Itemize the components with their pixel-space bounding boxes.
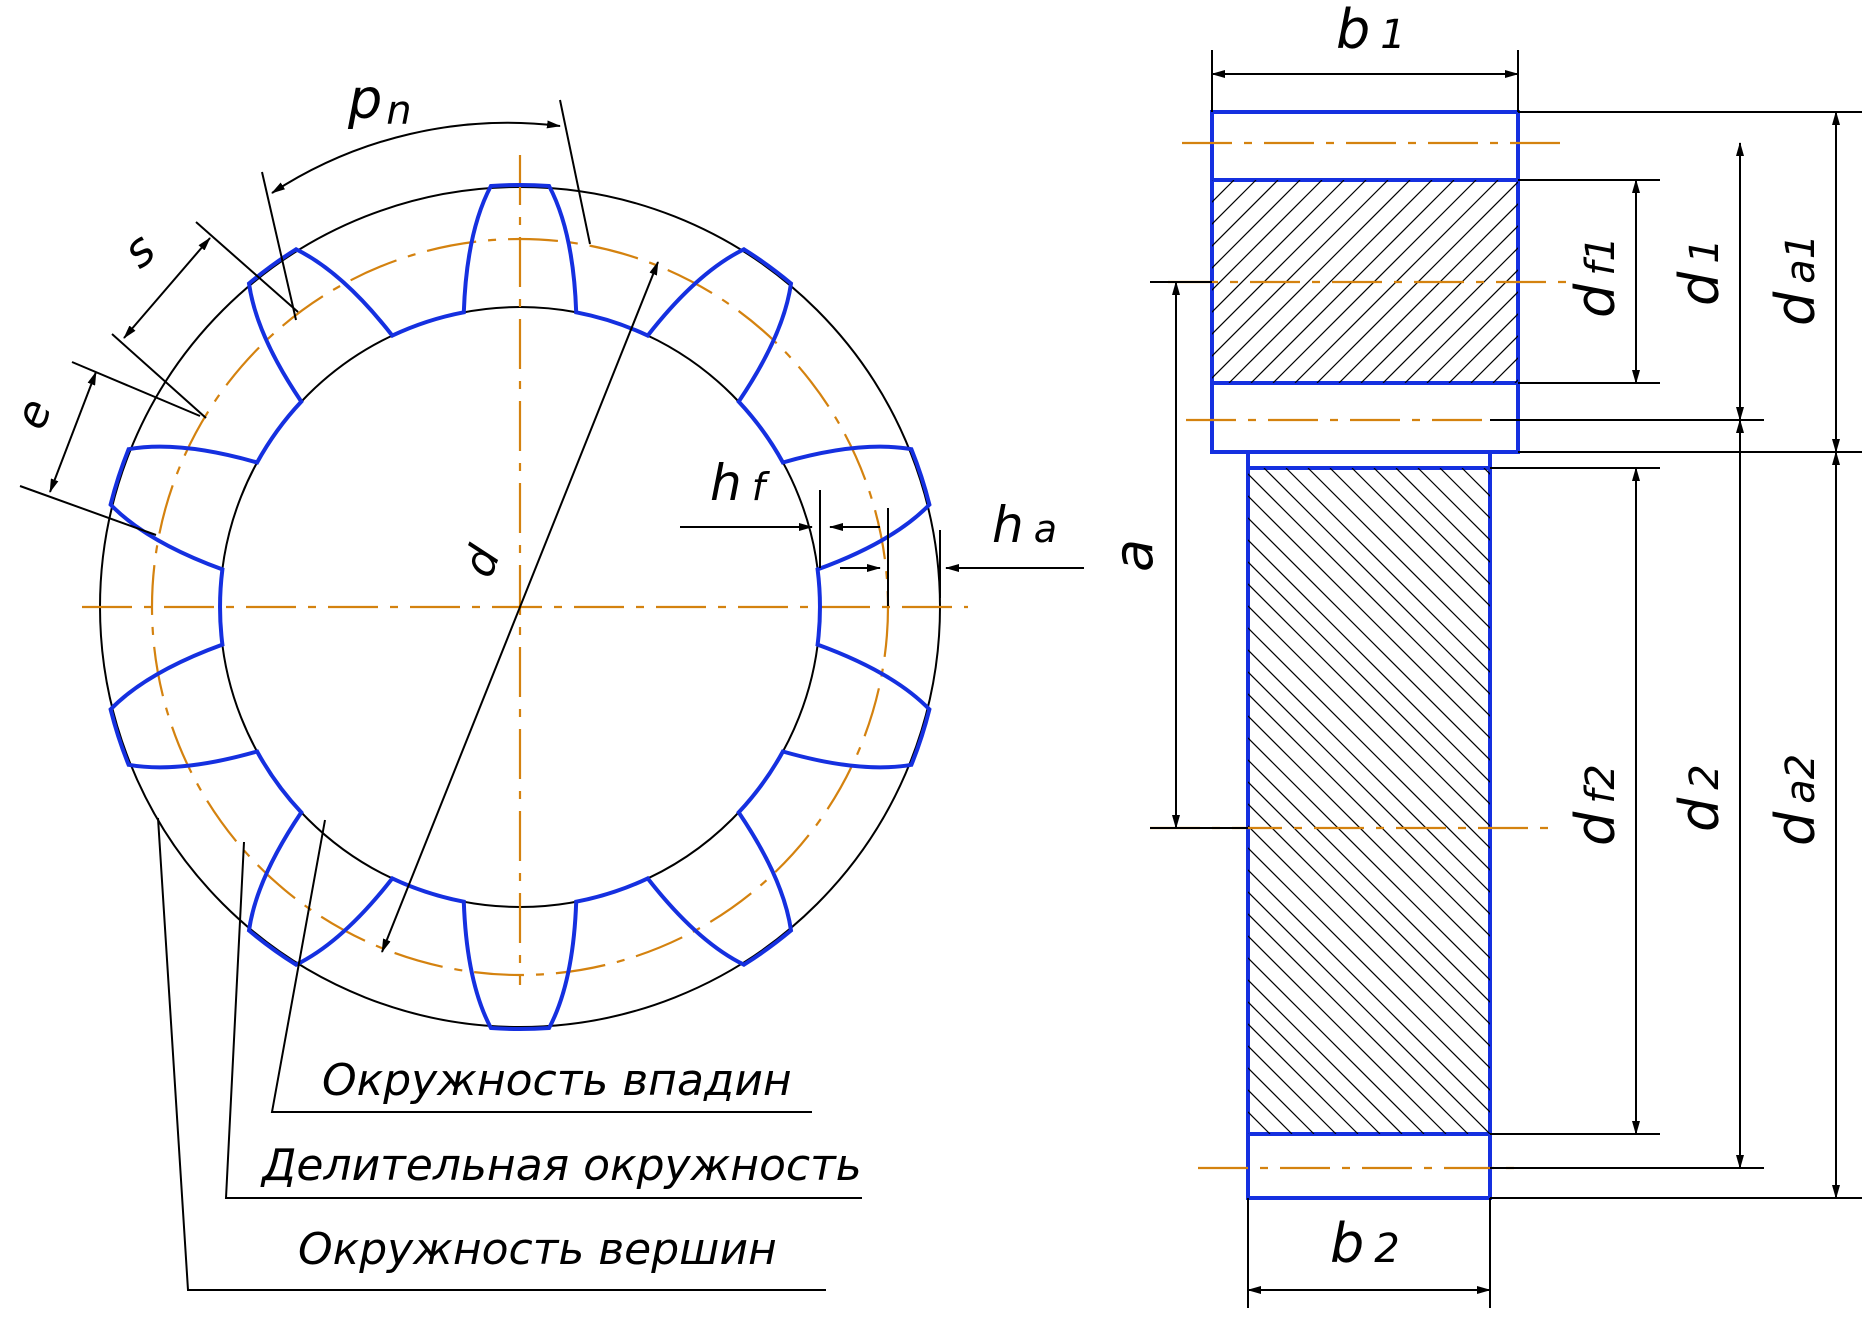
- e-ext-2: [19, 485, 157, 536]
- hatch-line: [1248, 539, 1490, 783]
- wheel-outline: [1246, 450, 1492, 1200]
- da2-label: da2: [1764, 754, 1827, 846]
- df2-label: df2: [1564, 764, 1627, 846]
- hatch-line: [1248, 583, 1490, 827]
- root-circle-leader: [270, 819, 812, 1113]
- hatch-line: [1212, 180, 1323, 291]
- hatch-line: [1248, 473, 1490, 717]
- hatch-line: [1212, 180, 1301, 269]
- da1-label: da1: [1764, 234, 1827, 326]
- hatch-line: [1248, 1001, 1381, 1134]
- e-ext-1: [71, 361, 201, 417]
- d-label: d: [453, 538, 511, 584]
- hatch-line: [1307, 468, 1490, 651]
- wheel-hatch-area: [1246, 466, 1492, 1136]
- hatch-line: [1248, 561, 1490, 805]
- pn-arc: [271, 120, 561, 194]
- hatch-line: [1248, 847, 1490, 1091]
- tip-circle-leader: [157, 817, 826, 1291]
- hatch-line: [1248, 891, 1490, 1134]
- pitch-circle-callout: Делительная окружность: [260, 1140, 862, 1191]
- hatch-line: [1470, 335, 1518, 383]
- hatch-line: [1248, 649, 1490, 893]
- hatch-line: [1248, 913, 1469, 1134]
- hatch-line: [1248, 979, 1403, 1134]
- hatch-line: [1285, 468, 1490, 673]
- hatch-line: [1248, 671, 1490, 915]
- hatch-line: [1248, 935, 1447, 1134]
- hatch-line: [1248, 781, 1490, 1025]
- hatch-line: [1559, 180, 1762, 383]
- e-dimension-line: [49, 371, 97, 493]
- d2-label: d2: [1668, 764, 1731, 832]
- hatch-line: [1212, 180, 1411, 379]
- hatch-line: [1382, 247, 1518, 383]
- s-dimension-line: [123, 237, 211, 339]
- hatch-line: [1351, 468, 1490, 607]
- hatch-line: [1248, 605, 1490, 849]
- pn-ext-1: [261, 171, 297, 321]
- hatch-line: [1248, 957, 1425, 1134]
- hatch-line: [1212, 180, 1345, 313]
- d-dimension-line: [381, 261, 659, 953]
- hatch-line: [1858, 468, 1874, 1134]
- s-ext-1: [195, 221, 299, 313]
- hatch-line: [1248, 715, 1490, 959]
- hatch-line: [1248, 627, 1490, 871]
- hatch-line: [1248, 825, 1490, 1069]
- df1-label: df1: [1564, 236, 1627, 318]
- s-label: s: [112, 222, 165, 279]
- hatch-line: [1448, 313, 1518, 383]
- hatch-line: [1248, 1111, 1271, 1134]
- hatch-line: [1373, 468, 1490, 585]
- pn-ext-2: [559, 99, 591, 245]
- hatch-line: [1248, 495, 1490, 739]
- hatch-line: [1248, 759, 1490, 1003]
- hatch-line: [1248, 693, 1490, 937]
- s-ext-2: [111, 333, 207, 419]
- pitch-circle-leader: [224, 841, 862, 1199]
- root-circle-callout: Окружность впадин: [322, 1055, 792, 1106]
- a-label: a: [1102, 539, 1165, 572]
- hatch-line: [1212, 180, 1257, 225]
- hatch-line: [1248, 869, 1490, 1113]
- tip-circle-callout: Окружность вершин: [298, 1224, 777, 1275]
- hatch-line: [1212, 180, 1279, 247]
- hatch-line: [1228, 180, 1433, 383]
- wheel-hatching: [1248, 468, 1874, 1134]
- hatch-line: [1248, 737, 1490, 981]
- hatch-line: [1836, 468, 1874, 1134]
- hatch-line: [1426, 291, 1518, 383]
- hatch-line: [1248, 517, 1490, 761]
- d1-label: d1: [1668, 238, 1731, 306]
- hatch-line: [1263, 468, 1490, 695]
- hatch-line: [1248, 803, 1490, 1047]
- hatch-line: [1329, 468, 1490, 629]
- e-label: e: [5, 392, 62, 436]
